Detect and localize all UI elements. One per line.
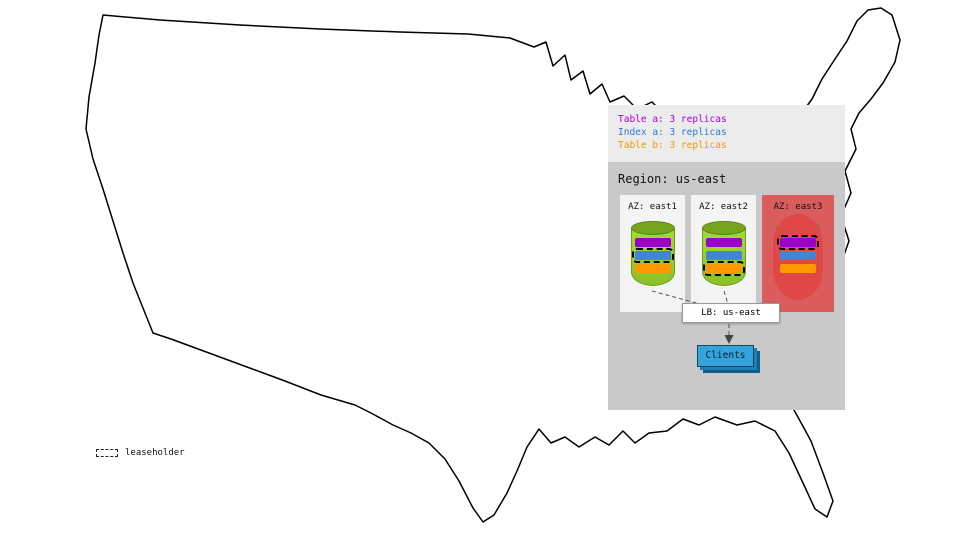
- replica-bar: [702, 261, 745, 276]
- replica-bar: [780, 264, 816, 273]
- database-cylinder-icon: [701, 221, 746, 293]
- replica-bar: [780, 251, 816, 260]
- leaseholder-label: leaseholder: [125, 448, 185, 458]
- az-box-east1: AZ: east1: [620, 195, 685, 312]
- az-box-east2: AZ: east2: [691, 195, 756, 312]
- clients-box: Clients: [697, 345, 754, 367]
- region-box: Region: us-east AZ: east1 AZ: east2: [608, 162, 845, 410]
- az-label: AZ: east3: [773, 202, 823, 212]
- database-cylinder-icon: [630, 221, 675, 293]
- az-box-east3: AZ: east3: [762, 195, 834, 312]
- replica-bar: [634, 264, 671, 273]
- cylinder-top: [701, 221, 746, 235]
- database-cylinder-icon: [773, 214, 823, 300]
- arrowhead-icon: [724, 335, 734, 344]
- replica-bar: [705, 238, 742, 247]
- legend-item-table-b: Table b: 3 replicas: [618, 140, 727, 151]
- replica-bar: [777, 235, 819, 250]
- replica-bar: [631, 248, 674, 263]
- replica-bar: [705, 251, 742, 260]
- load-balancer-box: LB: us-east: [682, 303, 780, 323]
- topology-panel: Table a: 3 replicas Index a: 3 replicas …: [608, 105, 845, 410]
- az-label: AZ: east1: [628, 202, 677, 212]
- leaseholder-dashed-swatch-icon: [96, 449, 118, 457]
- region-title: Region: us-east: [618, 172, 727, 186]
- az-label: AZ: east2: [699, 202, 748, 212]
- leaseholder-legend: leaseholder: [96, 448, 185, 458]
- replica-bar: [634, 238, 671, 247]
- legend-item-table-a: Table a: 3 replicas: [618, 114, 727, 125]
- replica-legend: Table a: 3 replicas Index a: 3 replicas …: [608, 105, 845, 162]
- legend-item-index-a: Index a: 3 replicas: [618, 127, 727, 138]
- cylinder-top: [630, 221, 675, 235]
